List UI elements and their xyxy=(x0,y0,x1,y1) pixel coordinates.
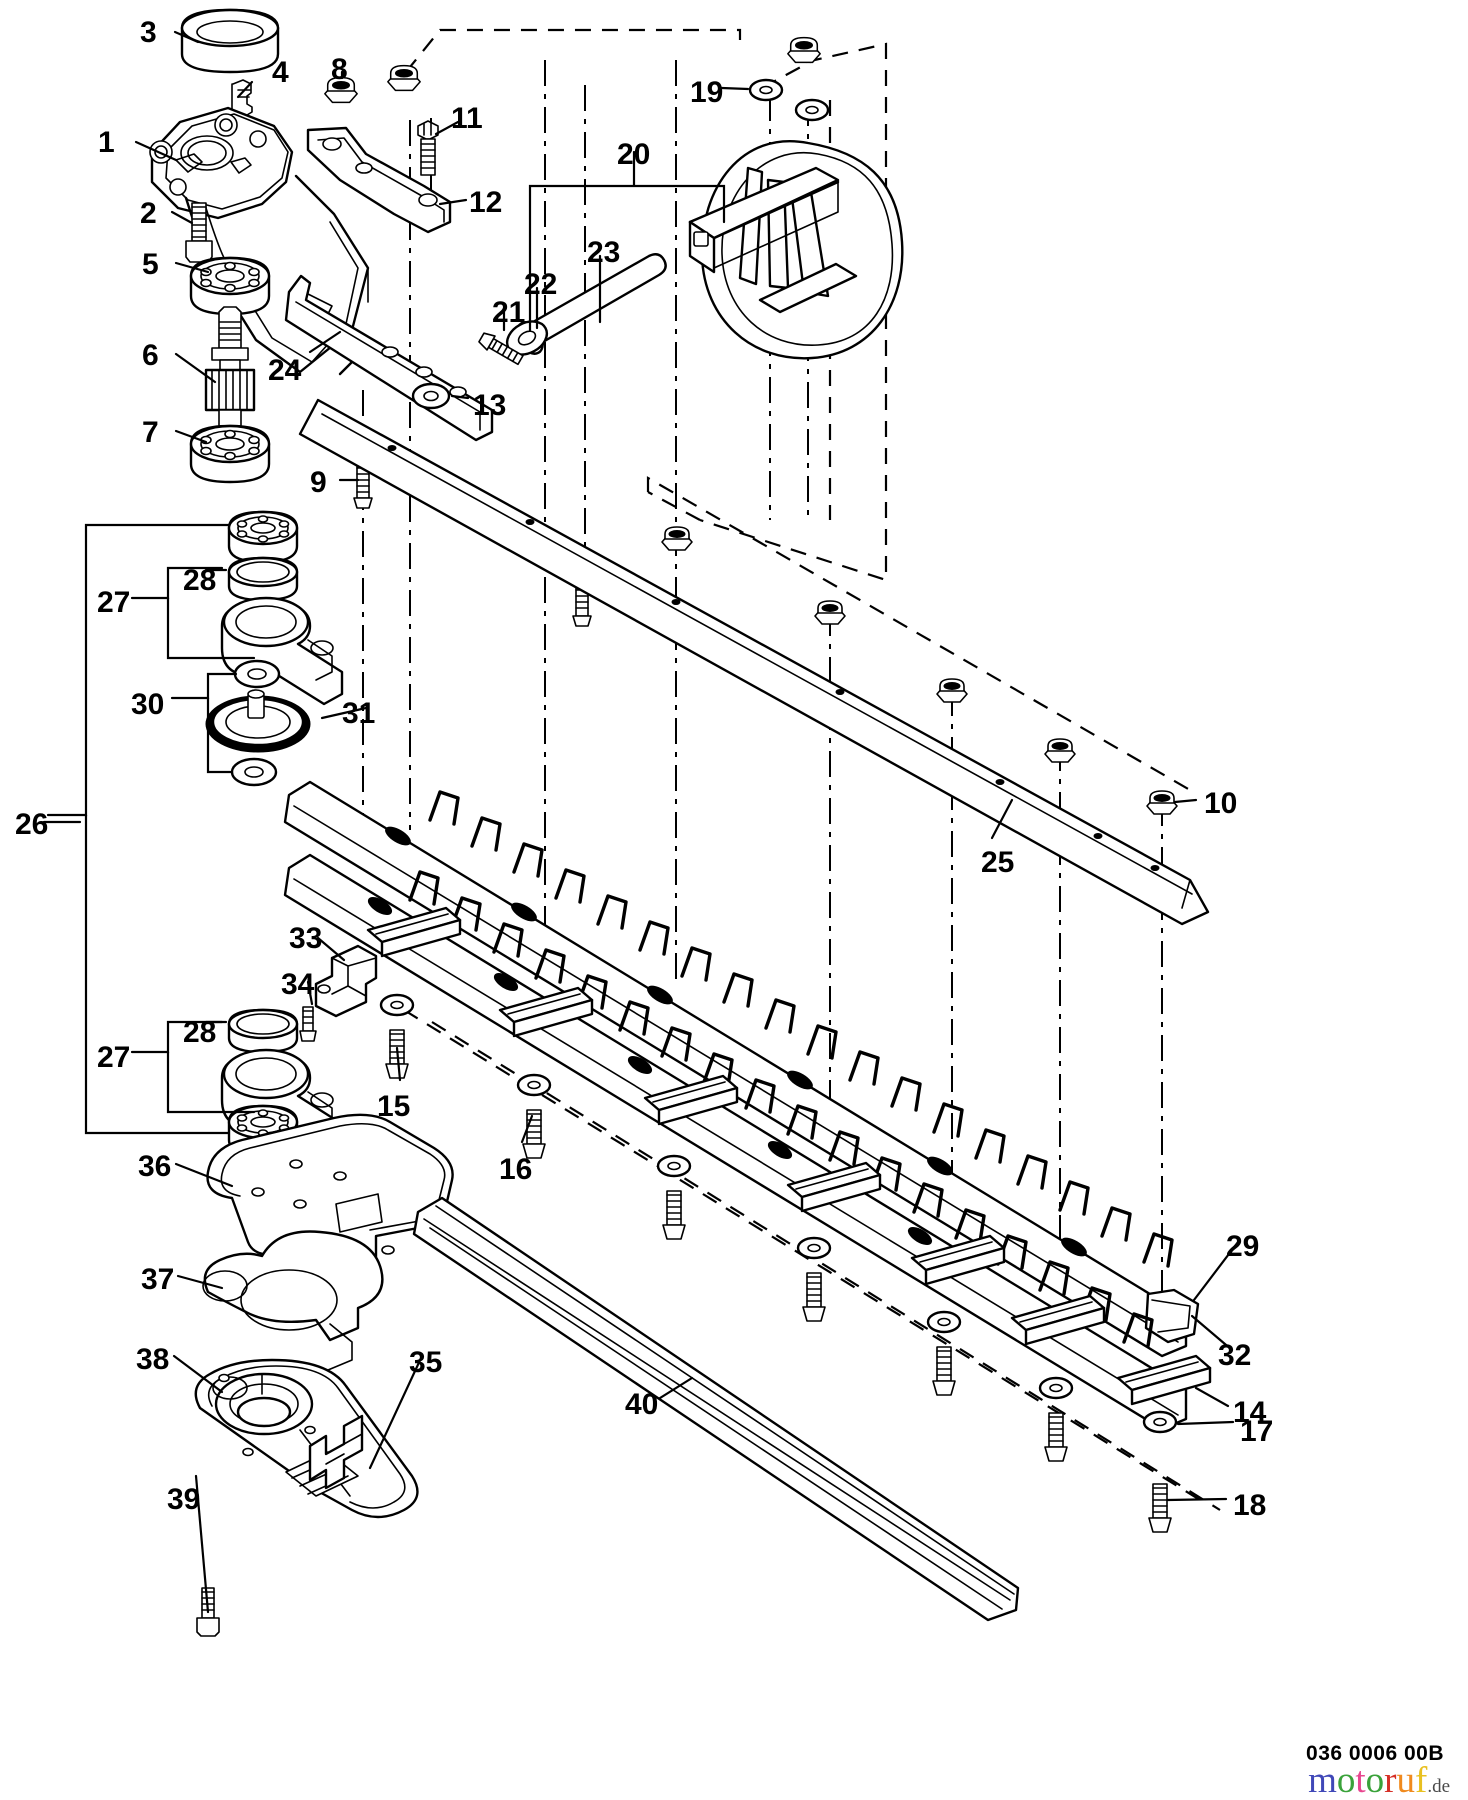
callout-14: 14 xyxy=(1233,1396,1267,1429)
watermark-letter-u: u xyxy=(1396,1760,1415,1800)
callout-1: 1 xyxy=(98,126,115,159)
callout-28-lower: 28 xyxy=(183,1016,217,1049)
part-34-bracket-screw xyxy=(299,1006,317,1042)
part-11-flange-bolt xyxy=(417,120,439,176)
callout-33: 33 xyxy=(289,922,323,955)
callout-28-upper: 28 xyxy=(183,564,217,597)
callout-21: 21 xyxy=(492,296,526,329)
part-14-clamp-strips xyxy=(366,906,1212,1406)
callout-36: 36 xyxy=(138,1150,172,1183)
part-20-handle-assembly xyxy=(478,78,904,366)
callout-38: 38 xyxy=(136,1343,170,1376)
callout-12: 12 xyxy=(469,186,503,219)
callout-22: 22 xyxy=(524,268,558,301)
callout-6: 6 xyxy=(142,339,159,372)
callout-18: 18 xyxy=(1233,1489,1267,1522)
callout-23: 23 xyxy=(587,236,621,269)
leader-lines xyxy=(42,30,1240,1614)
part-12-mounting-bracket xyxy=(306,126,452,234)
part-26-group-bracket xyxy=(46,523,260,1135)
callout-27-lower: 27 xyxy=(97,1041,131,1074)
callout-13: 13 xyxy=(473,389,507,422)
watermark-letter-o2: o xyxy=(1365,1760,1385,1800)
callout-31: 31 xyxy=(342,697,376,730)
callout-15: 15 xyxy=(377,1090,411,1123)
part-7-ball-bearing-lower xyxy=(189,424,271,484)
callout-17: 17 xyxy=(1240,1415,1274,1448)
callout-5: 5 xyxy=(142,248,159,281)
part-27-upper-rod-kit xyxy=(220,510,344,706)
part-3-collar-ring xyxy=(180,8,280,74)
part-5-ball-bearing-upper xyxy=(189,256,271,316)
watermark-letter-t: t xyxy=(1355,1760,1366,1800)
callout-25: 25 xyxy=(981,846,1015,879)
callout-11: 11 xyxy=(451,102,483,135)
watermark-letter-r: r xyxy=(1384,1760,1397,1800)
part-37-gearcase-plate xyxy=(202,1230,384,1371)
part-blade-lower xyxy=(283,853,1188,1431)
callout-26: 26 xyxy=(15,808,49,841)
part-2-flange-bolt xyxy=(185,202,213,263)
part-13-flat-washer xyxy=(411,382,451,410)
part-35-gearcase-insert xyxy=(308,1414,364,1490)
callout-40: 40 xyxy=(625,1388,659,1421)
watermark-letter-f: f xyxy=(1414,1760,1428,1800)
callout-39: 39 xyxy=(167,1483,201,1516)
drawing-part-number: 036 0006 00B xyxy=(1306,1742,1444,1765)
callout-34: 34 xyxy=(281,968,315,1001)
watermark-letter-m: m xyxy=(1308,1760,1337,1800)
callout-32: 32 xyxy=(1218,1339,1252,1372)
callout-16: 16 xyxy=(499,1153,533,1186)
callout-19: 19 xyxy=(690,76,724,109)
callout-30: 30 xyxy=(131,688,165,721)
callout-20: 20 xyxy=(617,138,651,171)
part-40-blade-scabbard xyxy=(412,1196,1020,1622)
callout-7: 7 xyxy=(142,416,159,449)
callout-3: 3 xyxy=(140,16,157,49)
callout-10: 10 xyxy=(1204,787,1238,820)
callout-37: 37 xyxy=(141,1263,175,1296)
callout-27-upper: 27 xyxy=(97,586,131,619)
callout-35: 35 xyxy=(409,1346,443,1379)
part-33-guide-bracket xyxy=(314,944,378,1018)
callout-2: 2 xyxy=(140,197,157,230)
motoruf-watermark-logo: motoruf.de xyxy=(1308,1762,1450,1799)
callout-4: 4 xyxy=(272,56,289,89)
part-25-guide-bar xyxy=(298,398,1210,926)
callout-29: 29 xyxy=(1226,1230,1260,1263)
watermark-tld: .de xyxy=(1427,1776,1450,1797)
part-29-cutter-blade-upper xyxy=(283,780,1200,1358)
callout-9: 9 xyxy=(310,466,327,499)
part-30-31-gear-and-washers xyxy=(170,659,311,787)
callout-24: 24 xyxy=(268,354,302,387)
callout-8: 8 xyxy=(331,53,348,86)
watermark-letter-o1: o xyxy=(1336,1760,1356,1800)
lock-nuts xyxy=(324,36,1178,815)
